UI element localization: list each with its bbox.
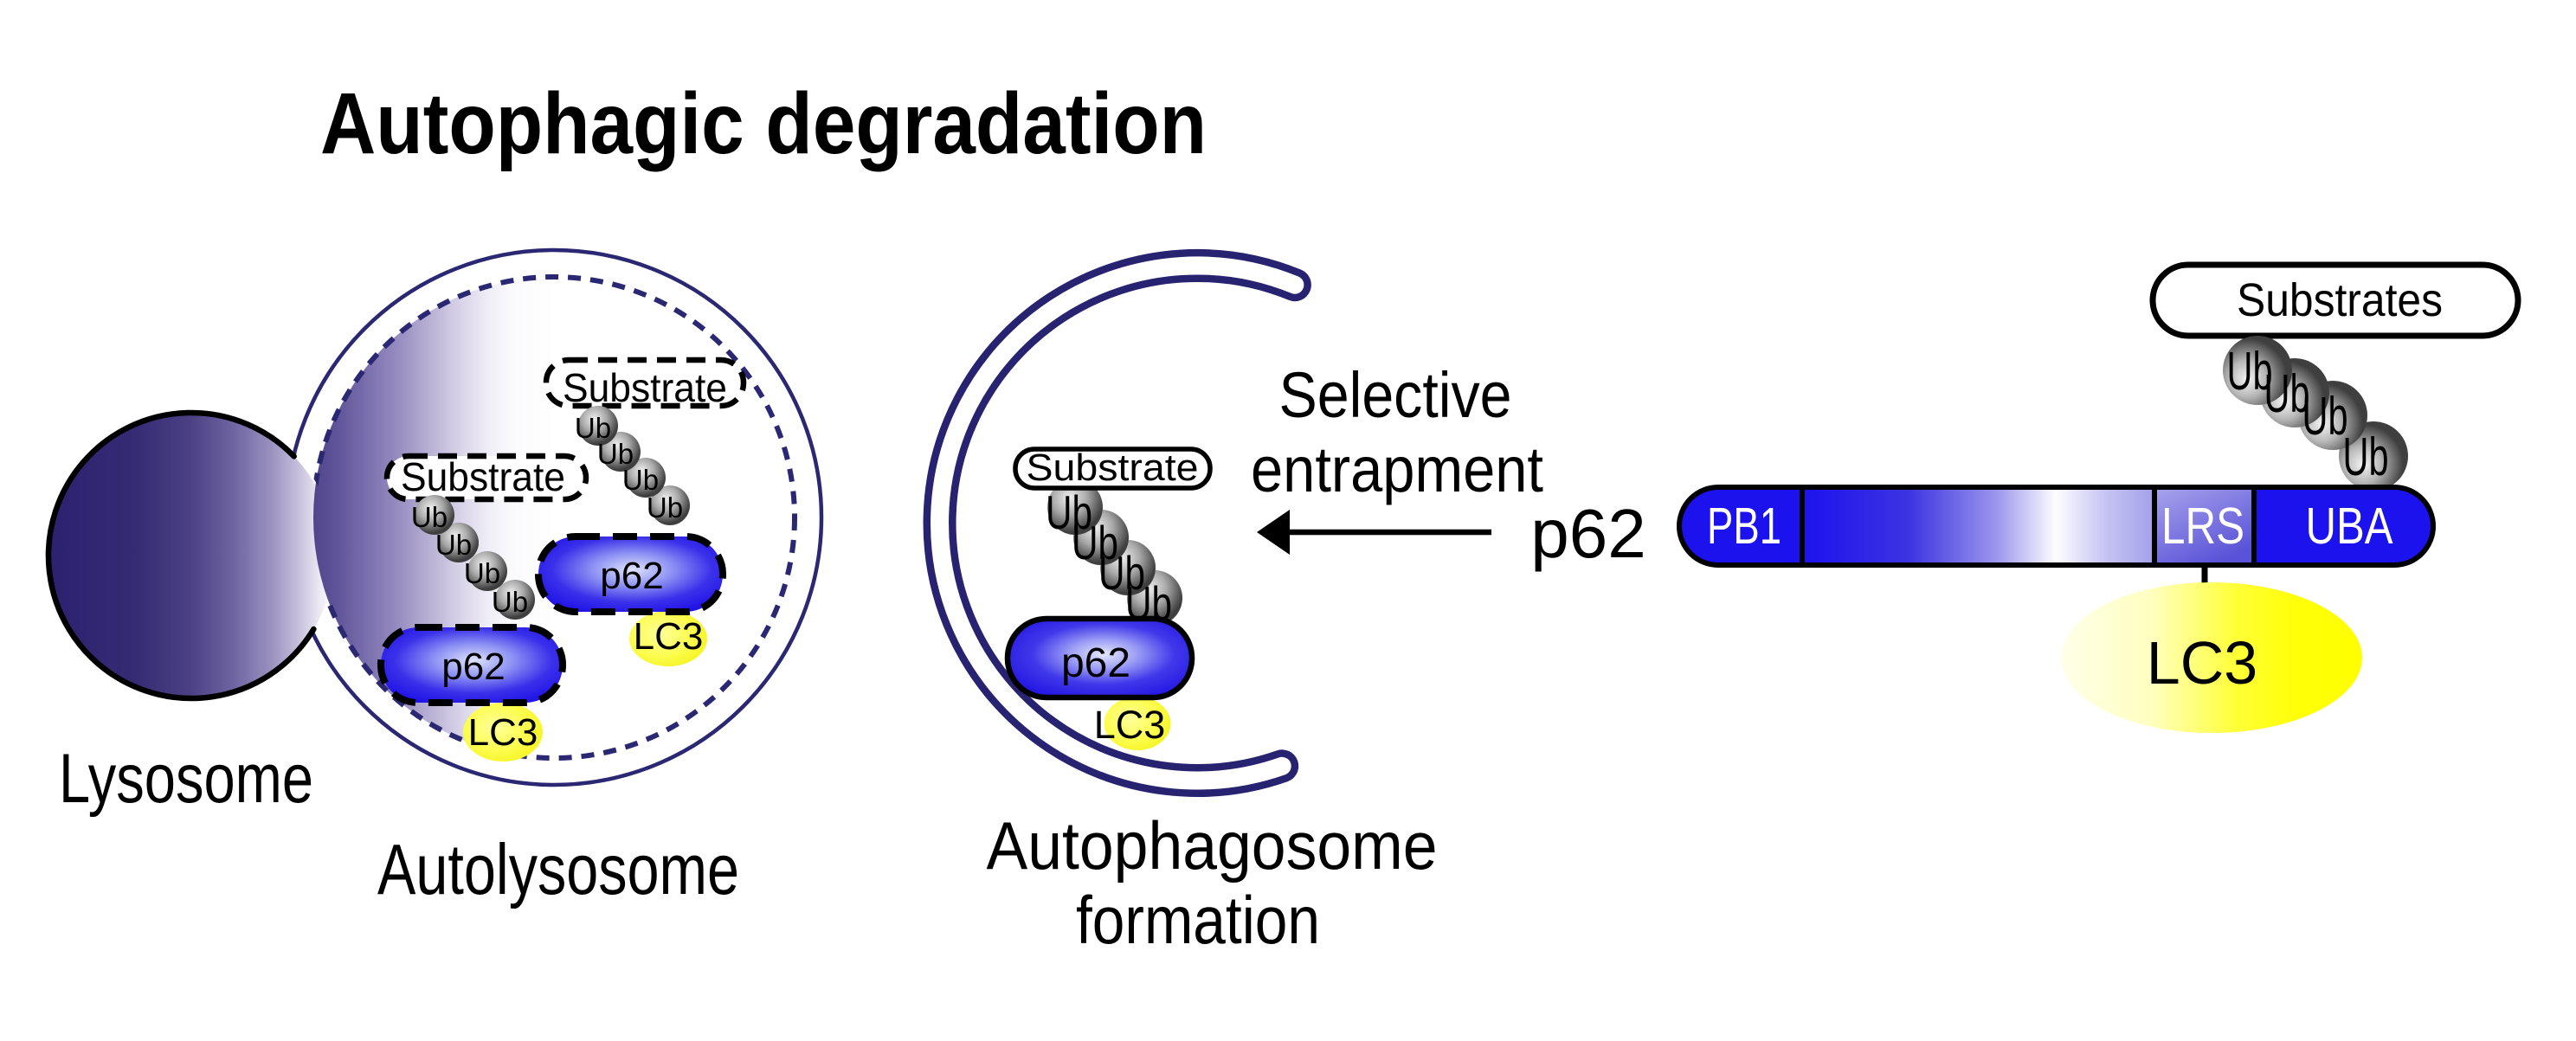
- svg-text:Lysosome: Lysosome: [59, 740, 313, 818]
- svg-text:Substrates: Substrates: [2237, 274, 2443, 326]
- svg-text:LC3: LC3: [468, 711, 538, 754]
- svg-text:Substrate: Substrate: [401, 454, 565, 499]
- svg-text:Ub: Ub: [464, 557, 500, 589]
- svg-text:Ub: Ub: [435, 529, 472, 561]
- svg-text:Autophagic degradation: Autophagic degradation: [320, 75, 1207, 172]
- svg-text:Ub: Ub: [1072, 516, 1118, 569]
- svg-text:LC3: LC3: [1094, 703, 1166, 747]
- svg-text:Ub: Ub: [2302, 387, 2348, 447]
- svg-text:Ub: Ub: [2227, 342, 2273, 402]
- svg-text:PB1: PB1: [1707, 498, 1781, 555]
- svg-text:LC3: LC3: [2147, 629, 2257, 697]
- svg-text:LRS: LRS: [2161, 498, 2244, 555]
- svg-text:p62: p62: [600, 555, 663, 597]
- svg-text:Ub: Ub: [492, 586, 528, 618]
- svg-text:Ub: Ub: [597, 438, 634, 470]
- svg-text:Ub: Ub: [622, 464, 659, 496]
- svg-text:p62: p62: [441, 646, 505, 688]
- svg-text:Selective: Selective: [1279, 359, 1512, 431]
- svg-text:Ub: Ub: [1046, 485, 1092, 539]
- svg-text:Ub: Ub: [1098, 546, 1145, 600]
- svg-text:entrapment: entrapment: [1251, 434, 1543, 505]
- svg-text:Ub: Ub: [647, 492, 683, 524]
- svg-text:Substrate: Substrate: [563, 365, 727, 410]
- svg-text:Autophagosome: Autophagosome: [987, 807, 1438, 884]
- svg-text:Autolysosome: Autolysosome: [377, 829, 739, 909]
- svg-text:Ub: Ub: [2343, 427, 2389, 487]
- svg-text:p62: p62: [1530, 495, 1645, 572]
- svg-text:Ub: Ub: [411, 501, 448, 533]
- svg-text:LC3: LC3: [634, 615, 704, 658]
- svg-text:UBA: UBA: [2306, 498, 2394, 555]
- svg-text:Ub: Ub: [575, 412, 611, 444]
- svg-text:p62: p62: [1061, 640, 1130, 686]
- svg-text:Ub: Ub: [2264, 364, 2310, 424]
- svg-text:formation: formation: [1076, 882, 1320, 958]
- svg-text:Substrate: Substrate: [1027, 447, 1199, 489]
